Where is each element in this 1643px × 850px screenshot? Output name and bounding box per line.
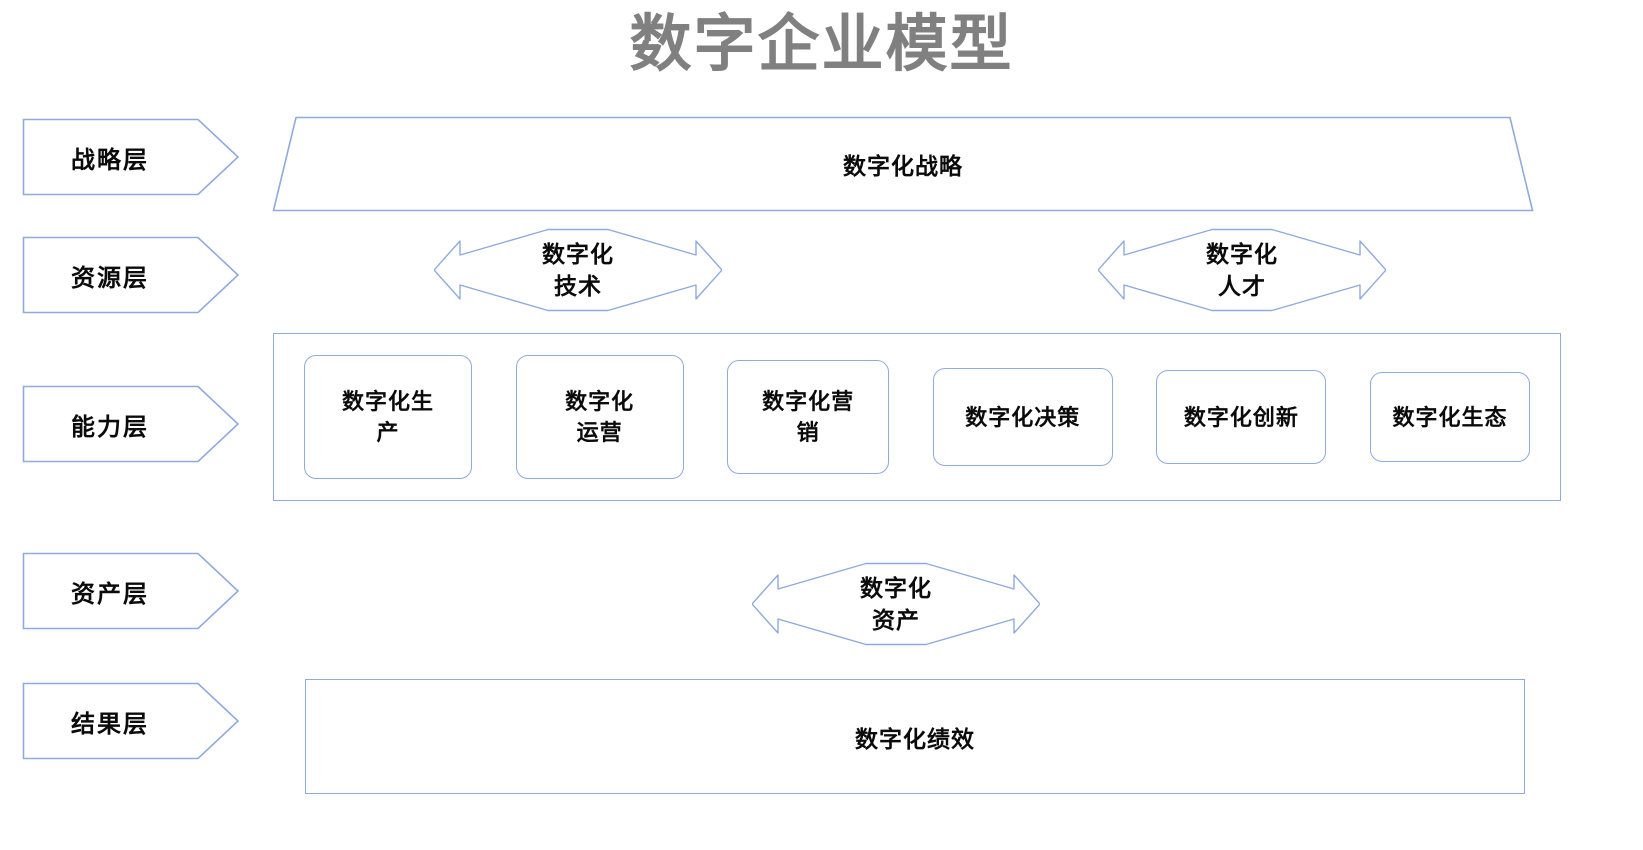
capability-box-digital-decision[interactable]: 数字化决策: [932, 368, 1113, 466]
capability-container: [273, 333, 1561, 501]
capability-line1: 数字化决策: [965, 404, 1081, 430]
capability-line2: 销: [796, 420, 820, 445]
layer-label-text: 战略层: [71, 146, 149, 174]
capability-line2: 运营: [576, 420, 623, 445]
layer-label-capability[interactable]: 能力层: [22, 385, 240, 463]
layer-label-text: 能力层: [71, 413, 149, 441]
layer-label-text: 资产层: [71, 580, 149, 608]
capability-box-digital-ecosystem[interactable]: 数字化生态: [1369, 372, 1530, 462]
result-rectangle-shape[interactable]: [305, 679, 1525, 794]
capability-line1: 数字化创新: [1183, 404, 1299, 430]
capability-line1: 数字化生态: [1392, 404, 1508, 430]
capability-line1: 数字化: [565, 389, 635, 414]
capability-line1: 数字化营: [762, 389, 855, 414]
digital-talent-double-arrow-shape[interactable]: [1098, 228, 1386, 312]
pentagon-tag-icon: [22, 552, 240, 630]
layer-label-strategy[interactable]: 战略层: [22, 118, 240, 196]
pentagon-tag-icon: [22, 236, 240, 314]
digital-asset-double-arrow-shape[interactable]: [752, 562, 1040, 646]
capability-box-digital-operation[interactable]: 数字化 运营: [515, 355, 684, 479]
pentagon-tag-icon: [22, 385, 240, 463]
capability-box-digital-innovation[interactable]: 数字化创新: [1156, 370, 1327, 464]
page-title: 数字企业模型: [629, 10, 1014, 79]
pentagon-tag-icon: [22, 682, 240, 760]
layer-label-text: 资源层: [71, 264, 149, 292]
layer-label-asset[interactable]: 资产层: [22, 552, 240, 630]
layer-label-resource[interactable]: 资源层: [22, 236, 240, 314]
layer-label-text: 结果层: [71, 710, 149, 738]
capability-box-digital-production[interactable]: 数字化生 产: [304, 355, 472, 479]
capability-box-list: 数字化生 产 数字化 运营 数字化营 销 数字化决策 数字化创新 数字化生态: [273, 333, 1561, 501]
digital-technology-double-arrow-shape[interactable]: [434, 228, 722, 312]
layer-label-result[interactable]: 结果层: [22, 682, 240, 760]
capability-line2: 产: [376, 420, 400, 445]
capability-line1: 数字化生: [341, 389, 434, 414]
strategy-trapezoid-shape[interactable]: [272, 116, 1534, 212]
pentagon-tag-icon: [22, 118, 240, 196]
capability-box-digital-marketing[interactable]: 数字化营 销: [727, 360, 890, 474]
